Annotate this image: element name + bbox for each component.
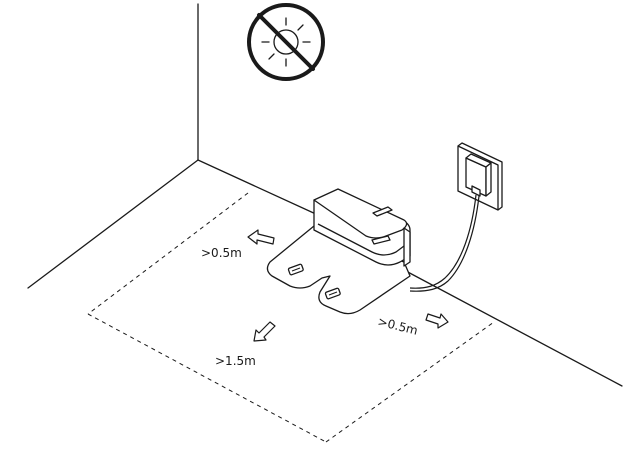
front-clearance-arrow	[253, 321, 276, 342]
clearance-zone-right-edge	[325, 321, 495, 443]
base-top-slot	[372, 206, 393, 217]
room-lines	[27, 3, 623, 387]
sun-icon	[261, 17, 311, 67]
base-tower-top	[313, 188, 408, 239]
power-cable	[409, 194, 477, 289]
prohibition-ring	[247, 3, 325, 81]
prohibition-slash	[257, 13, 315, 71]
no-direct-sunlight-icon	[247, 3, 325, 81]
front-clearance-label: >1.5m	[215, 354, 256, 368]
floor-back-edge-right	[403, 269, 623, 387]
power-adapter	[465, 153, 492, 197]
clearance-zone-left-edge	[87, 192, 249, 315]
clearance-zone	[87, 192, 495, 443]
base-tower-side	[403, 227, 411, 267]
side-clearance-label: >0.5m	[376, 314, 419, 337]
rear-clearance-label: >0.5m	[201, 246, 242, 260]
rear-clearance-arrow	[247, 229, 275, 245]
charging-base	[266, 188, 411, 315]
socket-plate-edge	[457, 142, 503, 211]
floor-back-edge	[197, 159, 319, 216]
power-cable-inner	[409, 195, 480, 292]
base-front-indicator	[371, 235, 391, 245]
floor-left-edge	[27, 159, 199, 289]
base-plate	[266, 225, 411, 315]
clearance-zone-near-edge	[87, 313, 327, 443]
base-front-panel	[317, 223, 405, 256]
side-clearance-arrow	[425, 313, 449, 329]
